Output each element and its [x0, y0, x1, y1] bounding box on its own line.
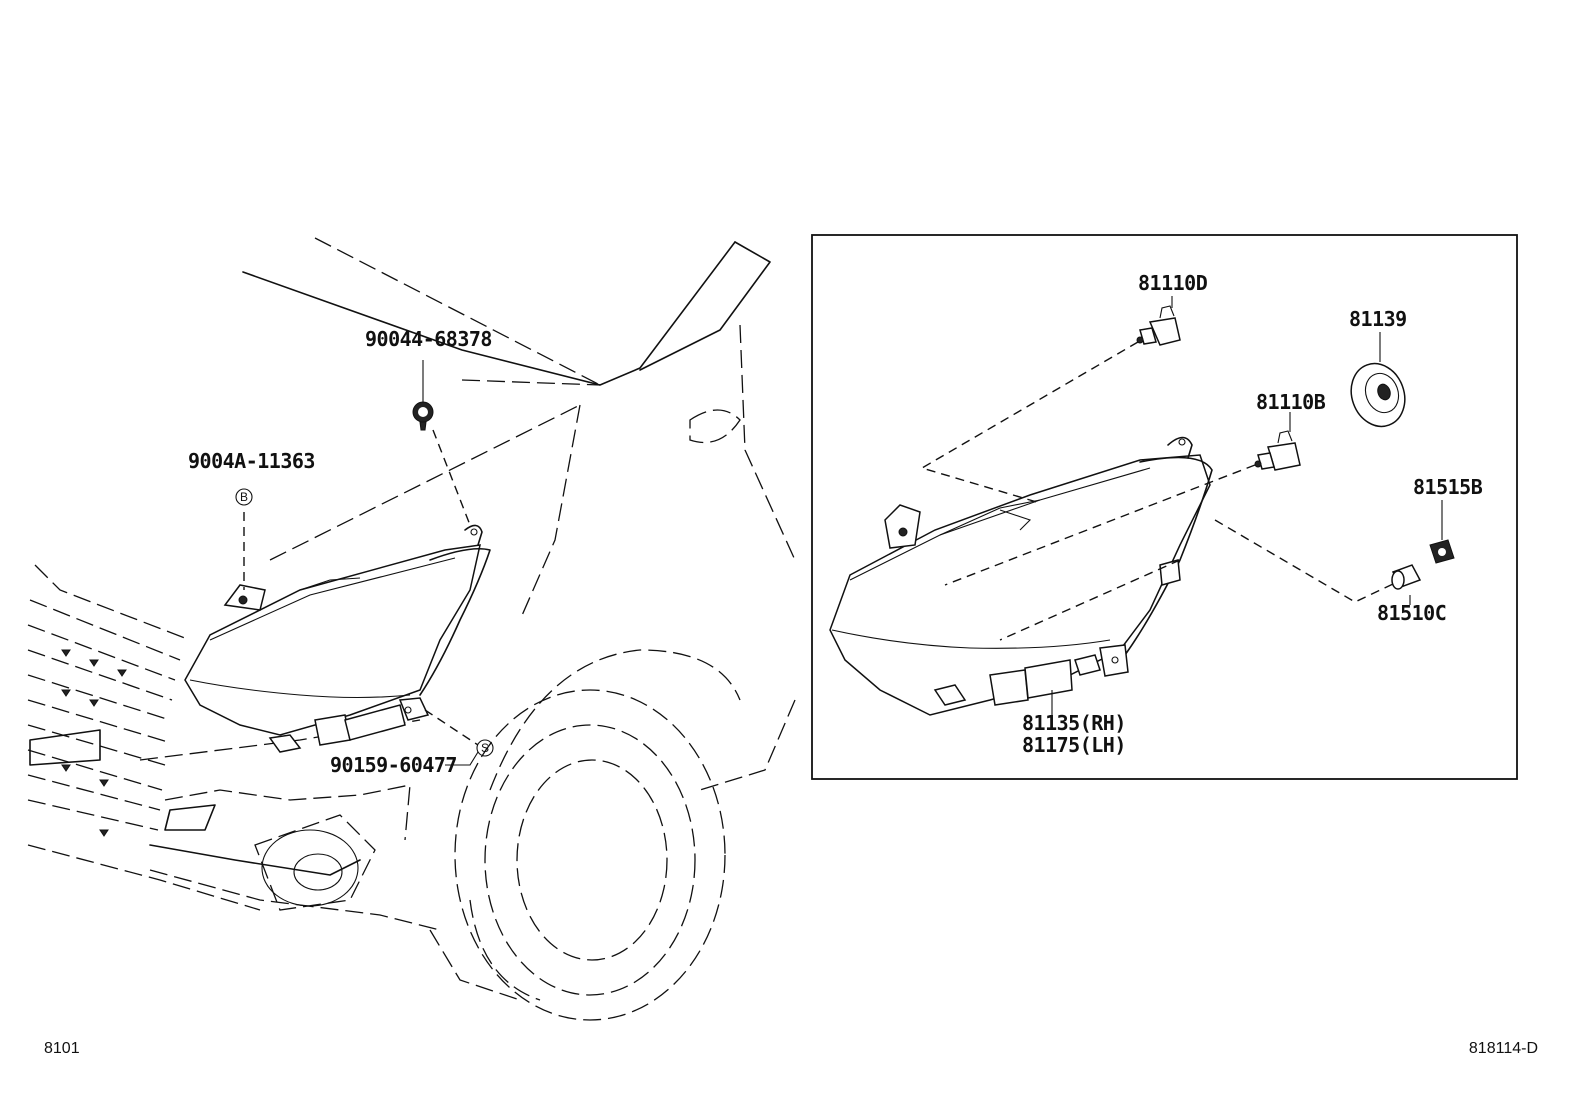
marker-s-icon	[476, 739, 494, 757]
bulb-81110b-icon	[1254, 430, 1301, 471]
callout-socket-cover: 81139	[1349, 307, 1407, 331]
socket-81515b-icon	[1429, 539, 1455, 564]
footer-illustration-id: 818114-D	[1469, 1040, 1538, 1057]
callout-bolt-left: 9004A-11363	[188, 449, 315, 473]
socket-cover-81139-icon	[1350, 362, 1406, 428]
callout-headlamp-rh: 81135(RH)	[1022, 711, 1126, 735]
callout-bolt-top: 90044-68378	[365, 327, 492, 351]
callout-headlamp-lh: 81175(LH)	[1022, 733, 1126, 757]
callout-screw-bottom: 90159-60477	[330, 753, 457, 777]
bulb-81110d-icon	[1136, 305, 1181, 346]
callout-socket-c: 81515B	[1413, 475, 1483, 499]
marker-b-label: B	[240, 490, 248, 504]
callout-bulb-d: 81110D	[1138, 271, 1208, 295]
detail-headlamp-assembly	[829, 436, 1213, 716]
left-leader-lines	[243, 360, 479, 766]
bulb-81510c-icon	[1391, 564, 1422, 590]
installed-headlamp-assembly	[184, 524, 491, 753]
detail-box-frame	[811, 234, 1518, 780]
marker-b-icon	[235, 488, 253, 506]
footer-group-code: 8101	[44, 1040, 80, 1057]
detail-leader-lines	[920, 296, 1443, 715]
marker-s-label: S	[481, 741, 489, 755]
callout-bulb-b: 81110B	[1256, 390, 1326, 414]
callout-bulb-c: 81510C	[1377, 601, 1446, 625]
bolt-90044-68378-icon	[412, 401, 434, 431]
